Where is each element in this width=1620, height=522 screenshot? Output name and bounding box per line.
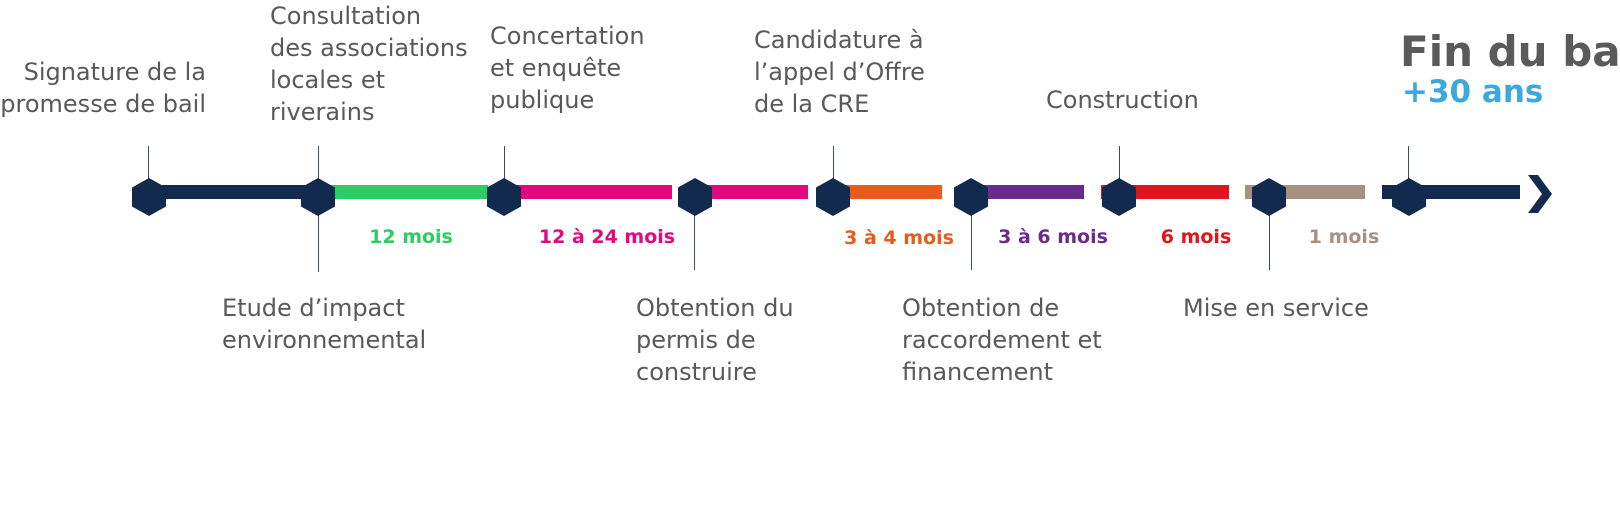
hexagon-icon — [301, 178, 335, 216]
milestone-permis-construire: Obtention du permis de construire — [636, 294, 794, 386]
tick-below-2 — [694, 192, 695, 270]
segment-magenta-2 — [690, 185, 808, 199]
hexagon-icon — [1252, 178, 1286, 216]
hexagon-icon — [816, 178, 850, 216]
hexagon-icon — [1102, 178, 1136, 216]
duration-12-mois: 12 mois — [369, 226, 453, 248]
duration-3-6-mois: 3 à 6 mois — [998, 226, 1108, 248]
segment-magenta-1 — [506, 185, 672, 199]
hexagon-icon — [678, 178, 712, 216]
tick-below-1 — [318, 192, 319, 272]
end-subtitle: +30 ans — [1402, 74, 1544, 110]
tick-above-2 — [318, 146, 319, 190]
tick-above-4 — [833, 146, 834, 190]
tick-above-3 — [504, 146, 505, 190]
milestone-raccordement-financement: Obtention de raccordement et financement — [902, 294, 1102, 386]
milestone-signature-promesse: Signature de la promesse de bail — [0, 58, 206, 118]
segment-start — [150, 185, 310, 199]
milestone-consultation: Consultation des associations locales et… — [270, 2, 468, 126]
tick-below-3 — [971, 192, 972, 270]
tick-above-1 — [148, 146, 149, 190]
tick-above-5 — [1119, 146, 1120, 190]
milestone-candidature-cre: Candidature à l’appel d’Offre de la CRE — [754, 26, 925, 118]
arrow-right-icon — [1528, 175, 1552, 213]
duration-1-mois: 1 mois — [1308, 226, 1380, 248]
hexagon-icon — [954, 178, 988, 216]
hexagon-icon — [132, 178, 166, 216]
duration-3-4-mois: 3 à 4 mois — [844, 227, 954, 249]
duration-12-24-mois: 12 à 24 mois — [538, 226, 676, 248]
milestone-mise-en-service: Mise en service — [1183, 294, 1369, 322]
milestone-concertation: Concertation et enquête publique — [490, 22, 645, 114]
segment-orange — [824, 185, 942, 199]
tick-below-4 — [1269, 192, 1270, 270]
end-title: Fin du bail — [1400, 27, 1620, 76]
segment-purple — [958, 185, 1084, 199]
tick-above-6 — [1408, 146, 1409, 190]
hexagon-icon — [487, 178, 521, 216]
milestone-etude-impact: Etude d’impact environnemental — [222, 294, 427, 354]
segment-green — [326, 185, 488, 199]
milestone-construction: Construction — [1046, 86, 1199, 114]
duration-6-mois: 6 mois — [1160, 226, 1232, 248]
hexagon-icon — [1392, 178, 1426, 216]
